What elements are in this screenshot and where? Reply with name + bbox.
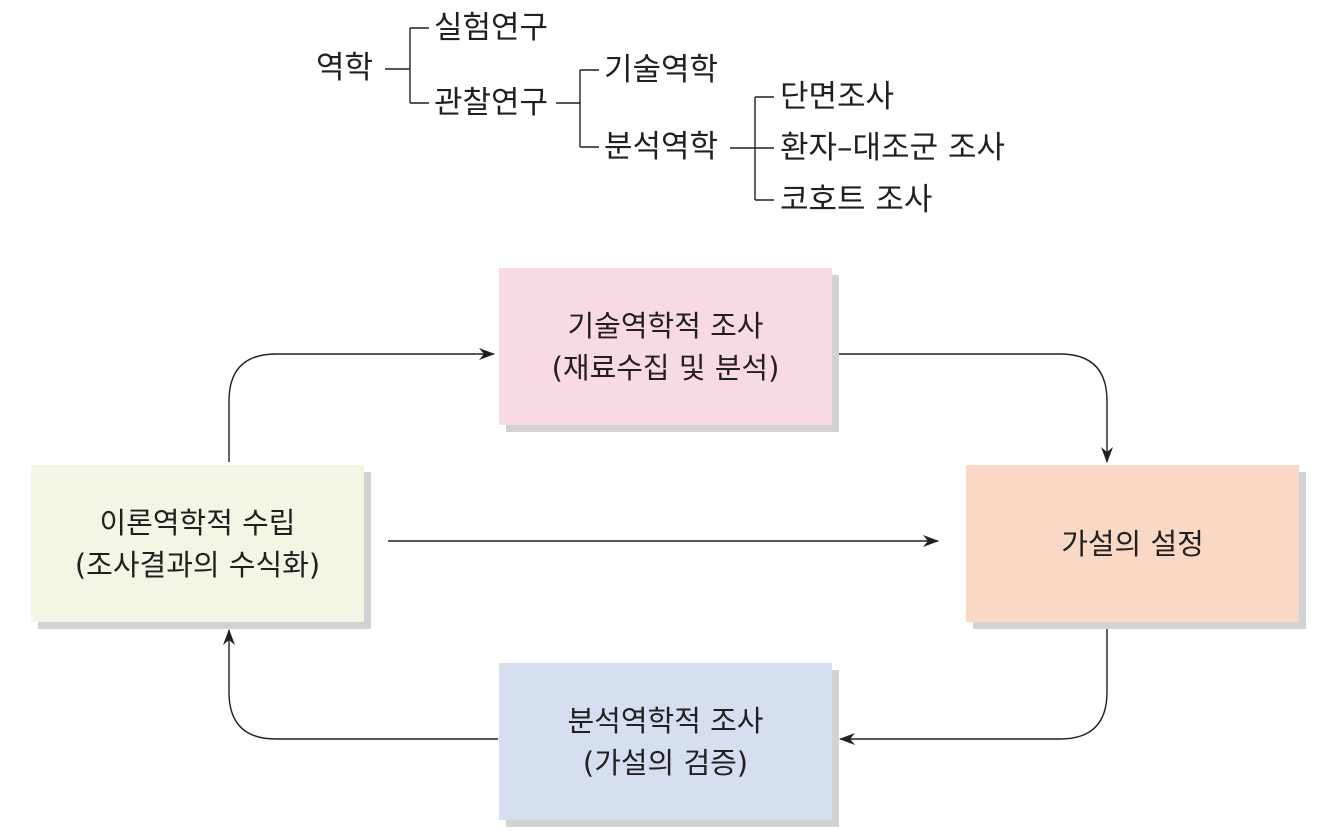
analytical-box-subtitle: (가설의 검증) [582, 745, 749, 780]
tree-root-label: 역학 [316, 50, 374, 86]
descriptive-box-subtitle: (재료수집 및 분석) [551, 350, 780, 385]
tree-analytical-label: 분석역학 [604, 129, 719, 165]
tree-descriptive-label: 기술역학 [604, 52, 719, 88]
analytical-epidemiology-box: 분석역학적 조사 (가설의 검증) [499, 663, 832, 820]
arrow-analytical-to-theory [223, 629, 498, 740]
theory-box-title: 이론역학적 수립 [99, 505, 296, 540]
tree-connector-observational [556, 69, 599, 148]
hypothesis-setting-box: 가설의 설정 [966, 465, 1299, 622]
arrow-hypothesis-to-analytical [839, 628, 1108, 745]
tree-observational-label: 관찰연구 [434, 85, 549, 121]
tree-cohort-label: 코호트 조사 [780, 182, 933, 218]
theory-box-subtitle: (조사결과의 수식화) [74, 547, 321, 582]
hypothesis-box-title: 가설의 설정 [1061, 526, 1204, 561]
theoretical-epidemiology-box: 이론역학적 수립 (조사결과의 수식화) [31, 465, 364, 622]
descriptive-epidemiology-box: 기술역학적 조사 (재료수집 및 분석) [499, 268, 832, 425]
tree-connector-analytical [730, 96, 774, 201]
arrow-descriptive-to-hypothesis [838, 353, 1113, 463]
arrow-theory-to-descriptive [228, 348, 495, 462]
descriptive-box-title: 기술역학적 조사 [567, 308, 764, 343]
tree-experimental-label: 실험연구 [434, 10, 549, 46]
analytical-box-title: 분석역학적 조사 [567, 703, 764, 738]
tree-connector-root [385, 27, 429, 104]
tree-case-control-label: 환자–대조군 조사 [780, 130, 1005, 166]
tree-cross-sectional-label: 단면조사 [780, 79, 895, 115]
